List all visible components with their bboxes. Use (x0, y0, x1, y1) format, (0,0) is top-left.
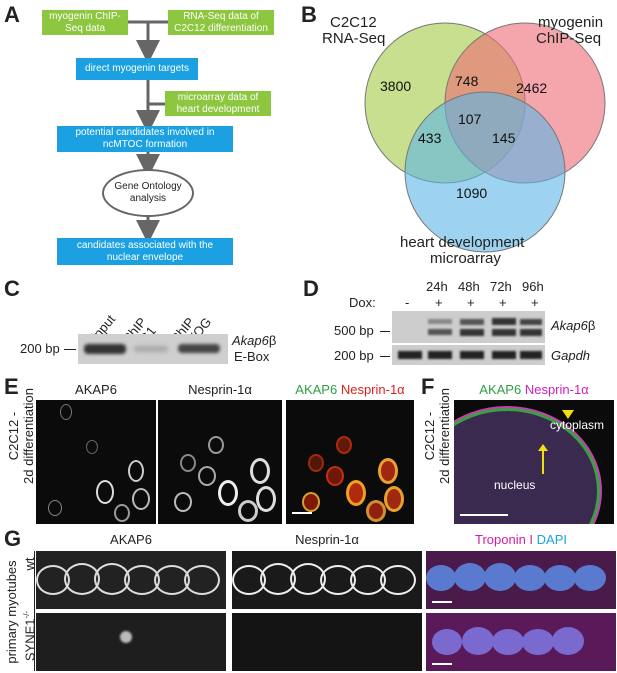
panel-label-a: A (4, 2, 20, 27)
flow-box-nuclear-envelope: candidates associated with the nuclear e… (57, 238, 233, 265)
gelc-ebox-label: E-Box (234, 349, 270, 364)
gelc-gene-label: Akap6β (232, 333, 276, 348)
flow-oval-go: Gene Ontology analysis (102, 169, 194, 217)
panel-label-c: C (4, 276, 20, 301)
panelg-image-merge-syne1 (426, 613, 616, 671)
venn-count-rna-heart: 433 (418, 130, 442, 146)
panelg-title-dapi: DAPI (536, 532, 568, 547)
panele-side-label: C2C12 -2d differentiation (6, 376, 36, 496)
venn-count-rna-chip: 748 (455, 73, 479, 89)
venn-count-heart-only: 1090 (456, 185, 488, 201)
panelf-scale-bar (460, 514, 508, 516)
panelg-row-syne1-sup: -/- (22, 610, 31, 619)
panelf-title-nesprin: Nesprin-1α (524, 382, 589, 397)
panel-label-d: D (303, 276, 319, 301)
venn-label-heart-1: heart development (400, 234, 525, 251)
geld-size-200: 200 bp (334, 348, 374, 363)
venn-circle-heart (404, 91, 566, 253)
panele-side-1: C2C12 - (6, 411, 21, 461)
panele-image-akap6 (36, 400, 156, 524)
geld-sign-3: + (499, 295, 507, 310)
geld-sign-4: + (531, 295, 539, 310)
geld-sign-1: + (435, 295, 443, 310)
panel-label-e: E (4, 374, 19, 399)
geld-image-gapdh (392, 345, 545, 365)
panele-title-merge: AKAP6 Nesprin-1α (286, 382, 414, 397)
venn-count-chip-heart: 145 (492, 130, 516, 146)
geld-time-2: 72h (490, 279, 512, 294)
arrowhead-icon (562, 410, 574, 419)
gelc-size-label: 200 bp (20, 341, 60, 356)
panelg-title-nesprin: Nesprin-1α (295, 532, 359, 547)
panelf-image: cytoplasm nucleus (454, 400, 614, 524)
venn-label-rna-1: C2C12 (330, 14, 377, 31)
up-arrow-icon (542, 448, 544, 474)
panelf-side-2: 2d differentiation (437, 388, 452, 484)
panele-scale-bar (292, 512, 312, 514)
geld-image-akap6 (392, 311, 545, 343)
geld-dox-label: Dox: (349, 295, 376, 310)
panelg-title-troponin: Troponin I (474, 532, 534, 547)
flowchart-arrows (128, 20, 168, 244)
panele-side-2: 2d differentiation (21, 388, 36, 484)
geld-gene2-label: Gapdh (551, 348, 591, 363)
geld-gene1: Akap6 (551, 318, 588, 333)
panele-title-merge-nesprin: Nesprin-1α (340, 382, 405, 397)
geld-sign-0: - (405, 295, 410, 310)
panelf-nucleus-label: nucleus (494, 478, 536, 492)
panel-label-g: G (4, 526, 22, 551)
venn-label-rna-2: RNA-Seq (322, 30, 386, 47)
geld-gene1-label: Akap6β (551, 318, 595, 333)
geld-time-3: 96h (522, 279, 544, 294)
geld-tick-500 (380, 331, 390, 332)
flow-box-chipseq: myogenin ChIP-Seq data (42, 10, 128, 35)
panelg-title-akap6: AKAP6 (110, 532, 152, 547)
panelg-image-nesprin-wt (232, 551, 422, 609)
panelf-side-label: C2C12 -2d differentiation (422, 376, 452, 496)
geld-time-0: 24h (426, 279, 448, 294)
gelc-gene: Akap6 (232, 333, 269, 348)
panelg-image-merge-wt (426, 551, 616, 609)
panelg-image-akap6-syne1 (36, 613, 226, 671)
panelg-scale-bar-wt (432, 601, 452, 603)
geld-tick-200 (380, 356, 390, 357)
venn-label-chip-2: ChIP-Seq (536, 30, 602, 47)
gelc-gene-suffix: β (268, 333, 277, 348)
panel-label-f: F (421, 374, 435, 399)
panelf-title: AKAP6 Nesprin-1α (454, 382, 614, 397)
panelg-title-merge: Troponin I DAPI (426, 532, 616, 547)
venn-count-rna-only: 3800 (380, 78, 412, 94)
panelg-row-divider (34, 551, 35, 671)
panele-image-merge (286, 400, 414, 524)
gelc-size-tick (64, 349, 76, 350)
geld-time-1: 48h (458, 279, 480, 294)
panelg-scale-bar-syne1 (432, 663, 452, 665)
venn-label-chip-1: myogenin (538, 14, 604, 31)
panelg-image-nesprin-syne1 (232, 613, 422, 671)
geld-size-500: 500 bp (334, 323, 374, 338)
panelg-image-akap6-wt (36, 551, 226, 609)
gelc-image (78, 334, 228, 364)
flow-box-candidates: potential candidates involved in ncMTOC … (57, 126, 233, 152)
venn-diagram (364, 22, 606, 253)
panele-title-nesprin: Nesprin-1α (188, 382, 252, 397)
venn-count-all: 107 (458, 111, 482, 127)
flow-box-rnaseq: RNA-Seq data of C2C12 differentiation (168, 10, 274, 35)
panele-title-merge-akap6: AKAP6 (295, 382, 338, 397)
venn-label-heart-2: microarray (430, 250, 501, 267)
geld-gene1-suffix: β (587, 318, 596, 333)
flow-box-targets: direct myogenin targets (76, 58, 198, 80)
panele-title-akap6: AKAP6 (75, 382, 117, 397)
flow-box-microarray: microarray data of heart development (165, 91, 271, 116)
geld-sign-2: + (467, 295, 475, 310)
panelg-side-label: primary myotubes (4, 560, 19, 664)
panel-label-b: B (301, 2, 317, 27)
panelf-side-1: C2C12 - (422, 411, 437, 461)
panele-image-nesprin (158, 400, 282, 524)
venn-count-chip-only: 2462 (516, 80, 548, 96)
panelf-cytoplasm-label: cytoplasm (550, 418, 605, 432)
panelf-title-akap6: AKAP6 (479, 382, 522, 397)
